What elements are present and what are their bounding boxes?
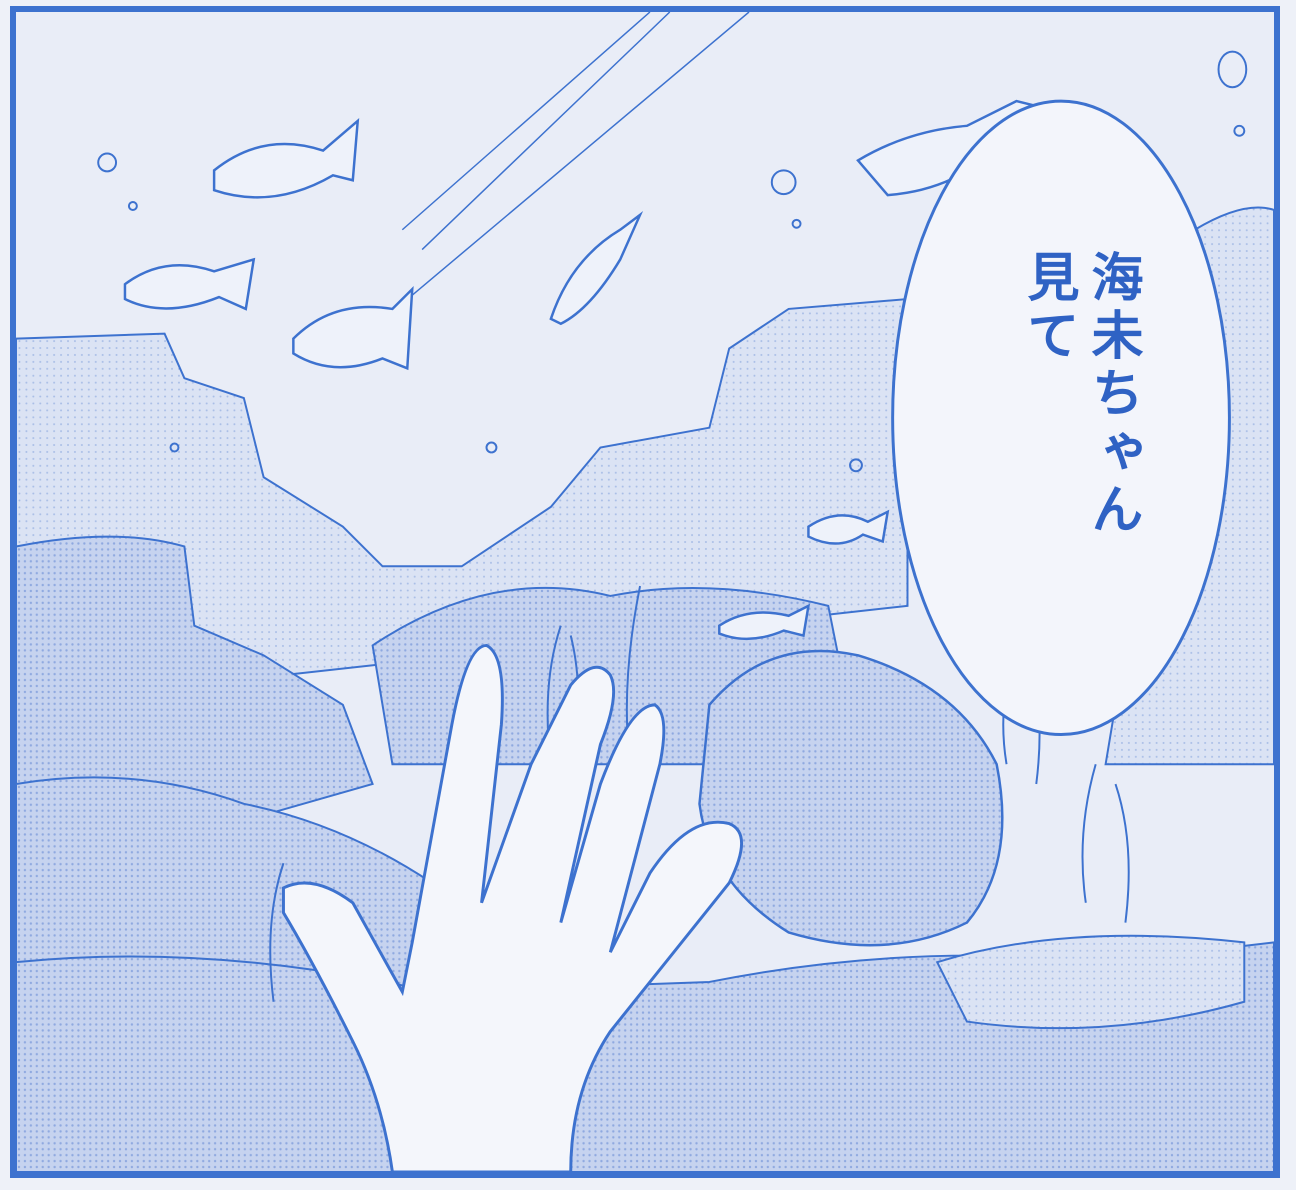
speech-bubble [891, 99, 1231, 737]
fish-7 [718, 603, 811, 641]
fish-3 [292, 285, 414, 371]
bubbles [97, 50, 1248, 473]
underwater-scene [16, 12, 1274, 1172]
fish-1 [212, 117, 360, 199]
speech-bubble-text: 海未ちゃん 見て [1016, 250, 1144, 540]
flat-rock-right [935, 934, 1246, 1030]
left-rock-formation [16, 535, 374, 845]
hand [281, 643, 743, 1172]
fish-4 [549, 211, 644, 326]
manga-panel: 海未ちゃん 見て [10, 6, 1280, 1178]
speech-line-2: 見て [1018, 250, 1078, 366]
speech-line-1: 海未ちゃん [1082, 250, 1142, 540]
fish-6 [807, 509, 890, 545]
large-boulder [698, 649, 1004, 947]
fish-2 [123, 257, 256, 311]
